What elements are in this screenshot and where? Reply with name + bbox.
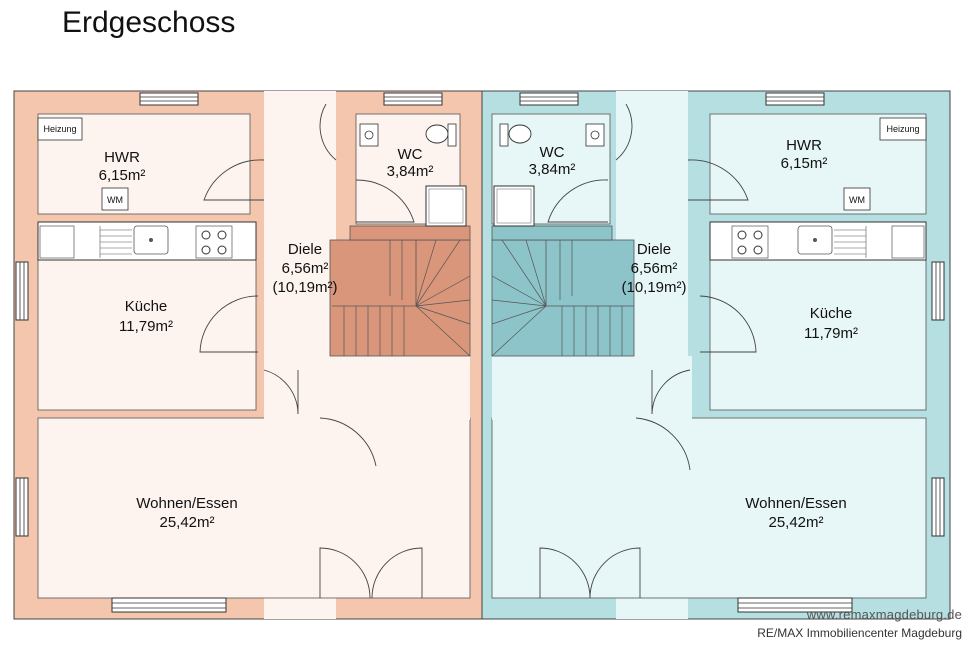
left-window-kitchen: [15, 261, 29, 321]
right-staircase: [491, 225, 635, 357]
right-hwr-area: 6,15m²: [781, 155, 828, 172]
left-doors: [199, 103, 423, 599]
right-diele-area: 6,56m²: [631, 260, 678, 277]
left-staircase: [329, 225, 471, 357]
right-wc-fixtures: [493, 123, 605, 227]
right-heizung-label: Heizung: [886, 124, 919, 134]
left-corridor-floor: [322, 356, 470, 420]
right-diele-area-alt: (10,19m²): [621, 279, 686, 296]
left-window-hwr: [139, 92, 199, 106]
left-living-area: 25,42m²: [159, 514, 214, 531]
right-living-area: 25,42m²: [768, 514, 823, 531]
right-diele-name: Diele: [637, 241, 671, 258]
left-hwr-name: HWR: [104, 149, 140, 166]
left-window-living: [15, 477, 29, 537]
right-kitchen-counter: [709, 221, 927, 261]
watermark-url: www.remaxmagdeburg.de: [806, 607, 962, 622]
left-kitchen-name: Küche: [125, 298, 168, 315]
right-corridor-floor: [492, 356, 692, 420]
left-kitchen-counter: [37, 221, 257, 261]
left-hwr-floor: [37, 113, 251, 215]
left-window-terrace: [111, 597, 227, 613]
right-heizung-box: [879, 117, 927, 141]
right-window-hwr: [765, 92, 825, 106]
right-window-terrace: [737, 597, 853, 613]
left-heizung-box: [37, 117, 83, 141]
right-unit: Heizung WM: [481, 90, 951, 620]
right-wc-name: WC: [540, 144, 565, 161]
left-wm-box: [101, 187, 129, 211]
left-kitchen-area: 11,79m²: [119, 318, 173, 335]
left-window-wc: [383, 92, 443, 106]
right-living-floor: [491, 417, 927, 599]
right-living-name: Wohnen/Essen: [745, 495, 846, 512]
right-hwr-name: HWR: [786, 137, 822, 154]
left-hwr-area: 6,15m²: [99, 167, 146, 184]
right-wm-label: WM: [849, 195, 865, 205]
right-window-living: [931, 477, 945, 537]
watermark-company: RE/MAX Immobiliencenter Magdeburg: [757, 626, 962, 640]
left-diele-name: Diele: [288, 241, 322, 258]
right-wc-area: 3,84m²: [529, 161, 576, 178]
left-wc-name: WC: [398, 146, 423, 163]
right-window-kitchen: [931, 261, 945, 321]
right-doors: [539, 103, 757, 599]
left-diele-area-alt: (10,19m²): [272, 279, 337, 296]
right-window-wc: [519, 92, 579, 106]
right-kitchen-area: 11,79m²: [804, 325, 858, 342]
left-unit: Heizung WM: [13, 90, 483, 620]
plan-title: Erdgeschoss: [62, 6, 236, 39]
left-wc-fixtures: [359, 123, 467, 227]
left-diele-area: 6,56m²: [282, 260, 329, 277]
left-wm-label: WM: [107, 195, 123, 205]
left-wc-area: 3,84m²: [387, 163, 434, 180]
right-wm-box: [843, 187, 871, 211]
left-living-name: Wohnen/Essen: [136, 495, 237, 512]
right-kitchen-name: Küche: [810, 305, 853, 322]
left-heizung-label: Heizung: [43, 124, 76, 134]
left-living-floor: [37, 417, 471, 599]
